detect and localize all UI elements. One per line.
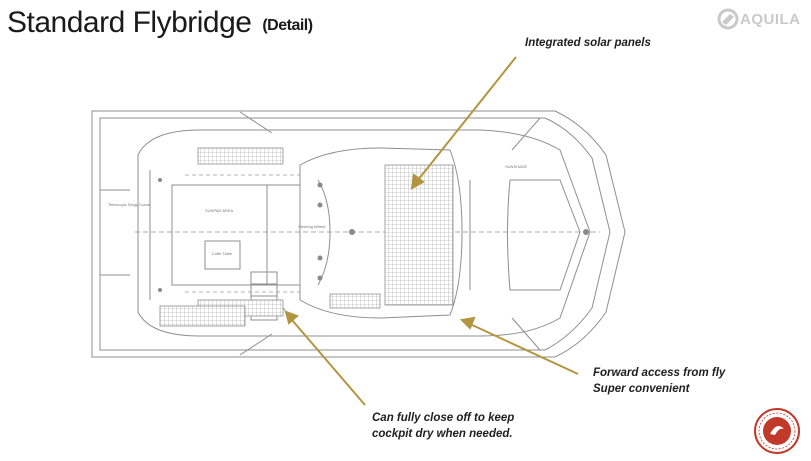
confidential-seal-icon bbox=[754, 408, 800, 454]
label-coffee-table: Coffe Table bbox=[212, 251, 233, 256]
label-steering: Steering Wheel bbox=[298, 224, 325, 229]
label-sunpad: SUNPAD AREA bbox=[205, 208, 233, 213]
leader-lines bbox=[284, 56, 579, 406]
forward-arrowhead bbox=[459, 316, 476, 330]
label-telescopic: Telescopic Dingy Crane bbox=[108, 202, 151, 207]
cockpit-callout: Can fully close off to keep cockpit dry … bbox=[372, 410, 514, 442]
label-sunshade: SUNSHADE bbox=[505, 164, 528, 169]
solar-callout: Integrated solar panels bbox=[525, 35, 651, 51]
forward-leader bbox=[469, 323, 579, 375]
cockpit-leader bbox=[291, 319, 366, 406]
solar-leader bbox=[417, 56, 517, 181]
cockpit-arrowhead bbox=[284, 310, 299, 325]
hull-outline bbox=[91, 110, 626, 358]
solar-arrowhead bbox=[410, 173, 425, 190]
brand-name: AQUILA bbox=[740, 11, 801, 28]
forward-callout-line1: Forward access from fly bbox=[593, 367, 726, 379]
forward-callout-line2: Super convenient bbox=[593, 383, 690, 395]
solar-panels bbox=[159, 147, 454, 327]
slide-title-main: Standard Flybridge bbox=[7, 6, 252, 39]
aquila-logo-icon bbox=[717, 8, 739, 30]
slide-title: Standard Flybridge (Detail) bbox=[7, 6, 313, 40]
slide-title-sub: (Detail) bbox=[262, 17, 313, 34]
cockpit-callout-line2: cockpit dry when needed. bbox=[372, 428, 513, 440]
solar-callout-text: Integrated solar panels bbox=[525, 37, 651, 49]
forward-callout: Forward access from fly Super convenient bbox=[593, 365, 725, 397]
cockpit-callout-line1: Can fully close off to keep bbox=[372, 412, 515, 424]
